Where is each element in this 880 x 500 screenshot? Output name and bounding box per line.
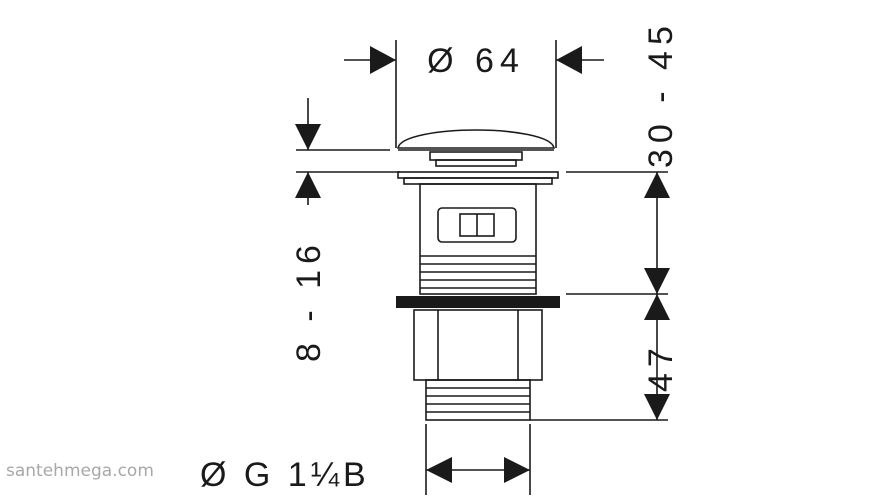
height-8-16-label: 8 - 16 — [290, 239, 328, 362]
height-47-dimension: 47 — [530, 294, 680, 421]
thread-label: Ø G 1¼B — [200, 456, 370, 494]
thread-dimension: Ø G 1¼B — [200, 424, 531, 495]
diameter-64-label: Ø 64 — [427, 42, 525, 80]
height-30-45-label: 30 - 45 — [642, 20, 680, 168]
watermark: santehmega.com — [6, 461, 154, 481]
drain-body — [396, 129, 560, 421]
height-47-label: 47 — [642, 342, 680, 392]
diameter-64-dimension: Ø 64 — [344, 40, 604, 148]
height-8-16-dimension: 8 - 16 — [290, 98, 400, 362]
height-30-45-dimension: 30 - 45 — [566, 20, 680, 295]
